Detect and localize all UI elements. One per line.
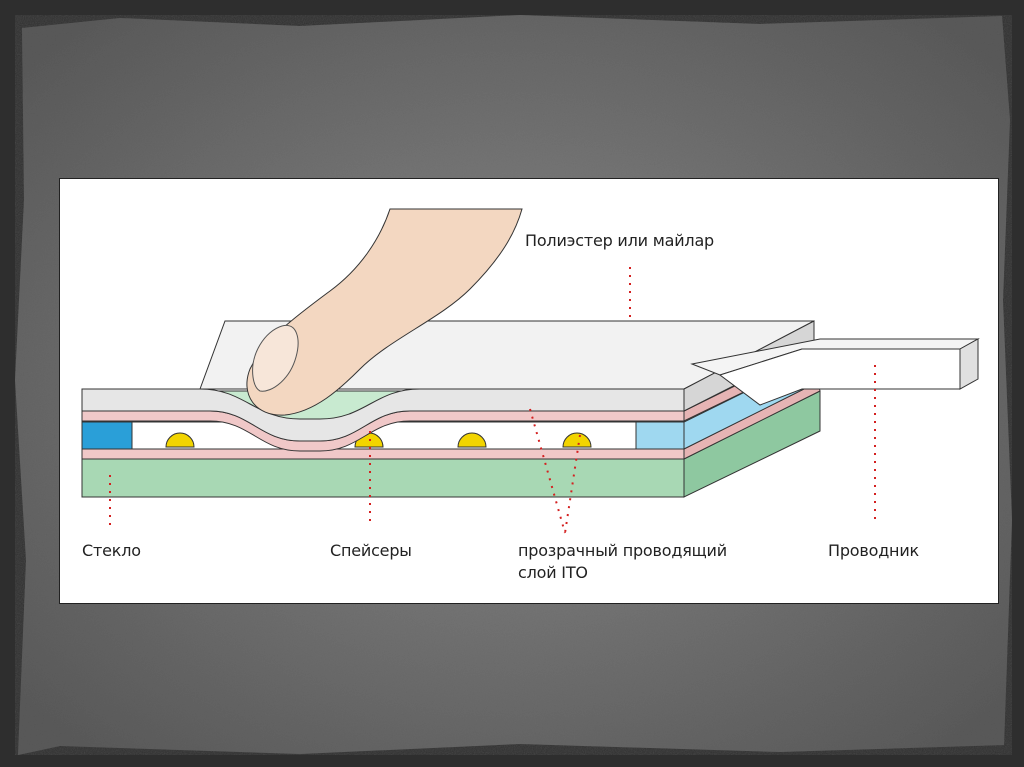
- ito-lower-front: [81, 448, 685, 460]
- edge-seal-left: [81, 421, 133, 450]
- spacer-dot: [165, 432, 195, 448]
- leader-ito-2: [564, 434, 581, 534]
- glass-front: [81, 458, 685, 498]
- label-spacers: Спейсеры: [330, 541, 412, 560]
- conductor-end: [959, 338, 979, 390]
- touchscreen-cross-section: [81, 208, 980, 534]
- spacer-dot: [457, 432, 487, 448]
- finger: [246, 208, 523, 416]
- edge-seal-right: [635, 421, 685, 450]
- label-polyester: Полиэстер или майлар: [525, 231, 715, 250]
- fingernail: [252, 324, 299, 392]
- label-glass: Стекло: [82, 541, 141, 560]
- diagram-card: Полиэстер или майлар Стекло Спейсеры про…: [59, 178, 999, 604]
- label-ito-line2: слой ITO: [518, 563, 588, 582]
- leader-lines: [109, 267, 876, 534]
- label-conductor: Проводник: [828, 541, 919, 560]
- label-ito-line1: прозрачный проводящий: [518, 541, 727, 560]
- leader-ito-1: [529, 408, 566, 534]
- spacer-dot: [562, 432, 592, 448]
